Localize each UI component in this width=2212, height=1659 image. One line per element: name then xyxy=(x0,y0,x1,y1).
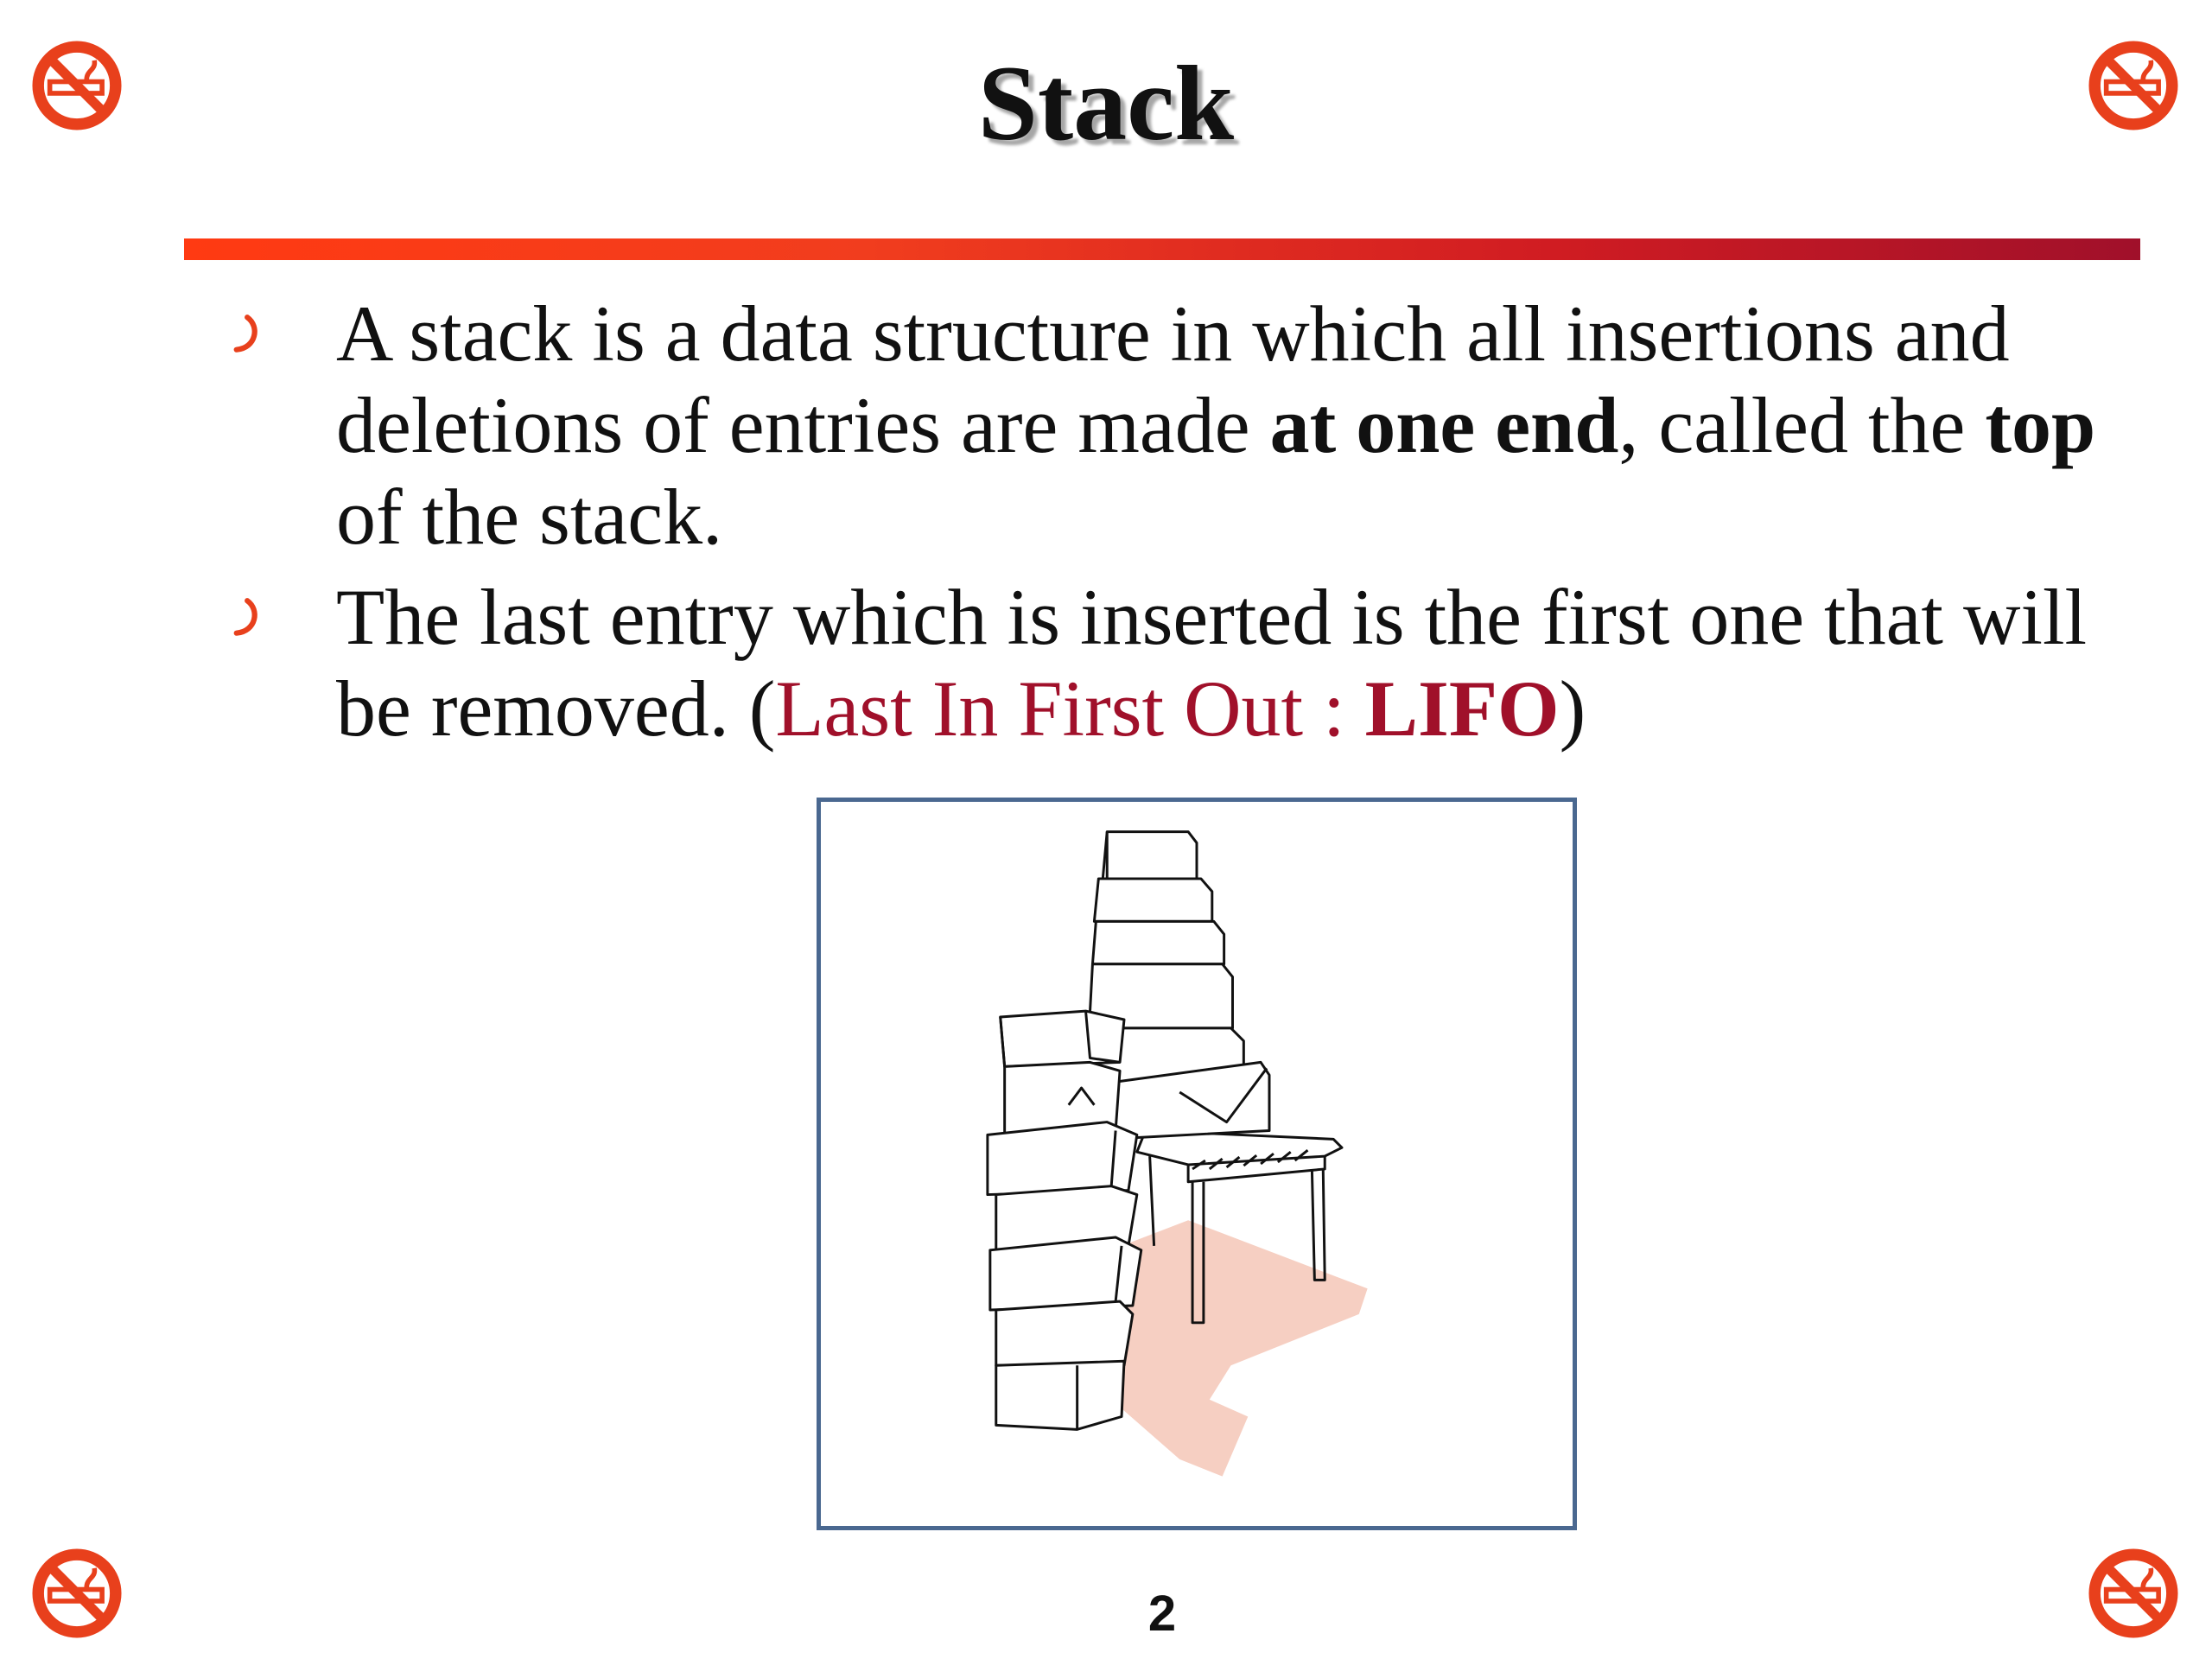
bullet-text-segment: ) xyxy=(1559,664,1586,753)
slide-title: Stack xyxy=(977,44,1235,162)
stack-illustration xyxy=(817,798,1577,1530)
stacked-boxes-illustration xyxy=(986,830,1368,1477)
title-underline xyxy=(184,238,2140,260)
bullet-text-segment: A stack is a data structure in which all… xyxy=(336,289,2010,469)
no-smoking-icon xyxy=(29,37,125,134)
bullet-item: A stack is a data structure in which all… xyxy=(220,288,2156,563)
bullet-text-segment: of the stack. xyxy=(336,473,723,561)
curved-arrow-bullet-icon xyxy=(220,595,265,640)
no-smoking-icon xyxy=(2085,37,2182,134)
no-smoking-icon xyxy=(29,1545,125,1642)
bullet-text-emphasis: at one end xyxy=(1269,381,1619,469)
page-number: 2 xyxy=(1147,1586,1177,1642)
no-smoking-icon xyxy=(2085,1545,2182,1642)
bullet-text: The last entry which is inserted is the … xyxy=(336,573,2087,753)
lifo-expansion: Last In First Out : xyxy=(775,664,1365,753)
bullet-text-emphasis: top xyxy=(1985,381,2096,469)
bullet-list: A stack is a data structure in which all… xyxy=(220,288,2156,763)
bullet-text-segment: The last entry which is inserted is the … xyxy=(336,573,2088,753)
bullet-text-segment: , called the xyxy=(1618,381,1986,469)
lifo-acronym: LIFO xyxy=(1364,664,1560,753)
bullet-text: A stack is a data structure in which all… xyxy=(336,289,2095,561)
bullet-item: The last entry which is inserted is the … xyxy=(220,571,2156,754)
curved-arrow-bullet-icon xyxy=(220,312,265,357)
